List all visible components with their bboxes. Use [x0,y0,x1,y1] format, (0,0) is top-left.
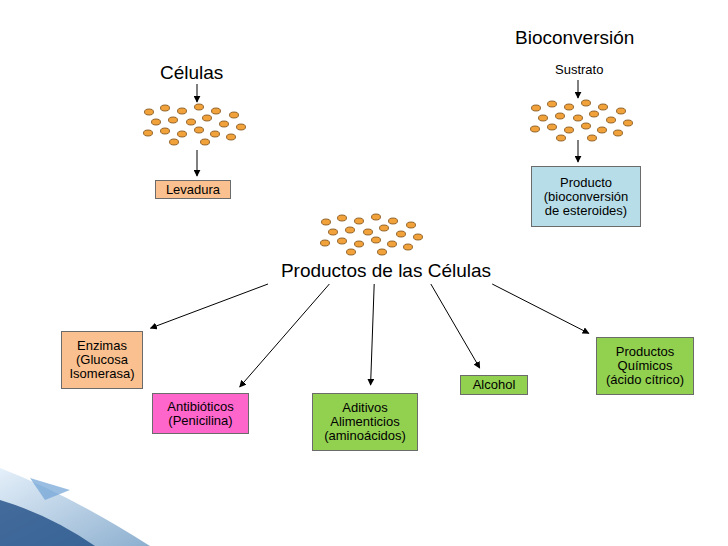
flow-arrow [431,284,480,368]
product-box: Producto (bioconversión de esteroides) [531,166,641,227]
flow-arrow [240,284,330,387]
cell-cluster [531,100,633,141]
flow-arrow [578,140,579,162]
product-box: Aditivos Alimenticios (aminoácidos) [312,393,418,451]
flow-arrow [150,284,268,328]
section-label: Células [160,62,223,84]
box-text: Producto (bioconversión de esteroides) [535,176,637,218]
box-text: Alcohol [473,378,516,392]
product-box: Levadura [155,180,231,199]
box-text: Productos de las Células [281,259,491,282]
decor-swoosh [0,468,150,546]
box-text: Enzimas (Glucosa Isomerasa) [65,339,139,381]
flow-arrow [492,284,589,333]
flow-arrow [578,80,579,98]
box-text: Aditivos Alimenticios (aminoácidos) [316,401,414,443]
decor-swoosh [30,478,70,500]
flow-arrow [197,84,198,102]
product-box: Alcohol [460,375,528,395]
product-box: Enzimas (Glucosa Isomerasa) [61,331,143,389]
section-label: Bioconversión [515,27,634,49]
flow-arrow [197,150,198,176]
cell-cluster [321,214,423,255]
box-text: Antibióticos (Penicilina) [156,400,245,428]
product-box: Antibióticos (Penicilina) [152,393,249,434]
box-text: Productos Químicos (ácido cítrico) [600,345,690,387]
box-text: Levadura [166,183,220,197]
section-label: Sustrato [555,62,603,77]
group-heading: Productos de las Células [268,257,504,283]
decor-swoosh [0,500,95,546]
product-box: Productos Químicos (ácido cítrico) [596,337,694,395]
flow-arrow [371,284,375,385]
cell-cluster [144,104,246,145]
